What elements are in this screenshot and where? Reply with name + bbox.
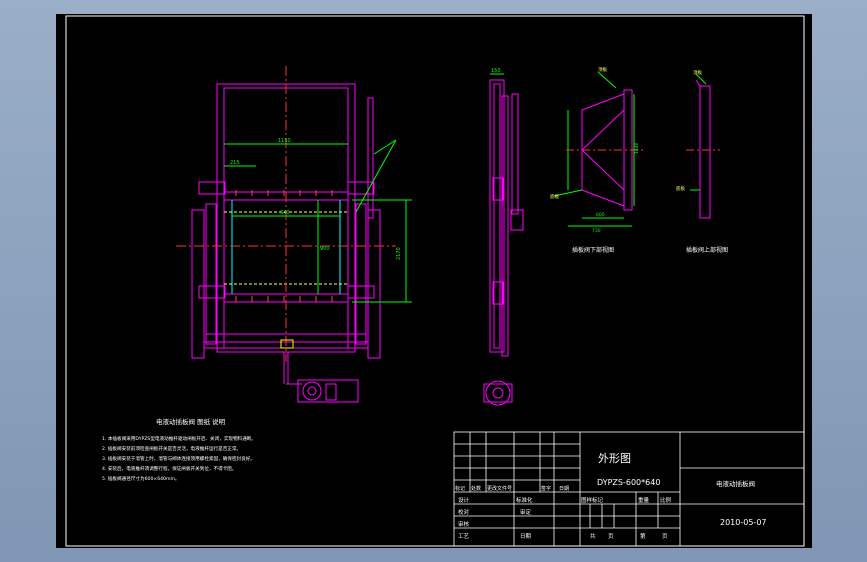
row-check: 校对 <box>458 508 470 516</box>
lower-tag-bottom: 底板 <box>550 193 559 200</box>
lower-detail-caption: 插板阀下部视图 <box>572 246 614 254</box>
dim-right-height: 2170 <box>396 247 402 260</box>
title-main: 外形图 <box>598 452 631 465</box>
left-cylinder <box>191 209 205 359</box>
notes: 1. 本插板阀采用DYPZS型电液动推杆驱动闸板开启、关闭，实现物料通断。 2.… <box>102 435 256 482</box>
cad-drawing: 1150 215 640 900 2170 电液动插板阀 图纸 说明 150 <box>65 15 805 547</box>
row-design: 设计 <box>458 496 470 504</box>
sheet-num: 第 <box>640 532 646 540</box>
sheet-total: 共 <box>590 532 596 540</box>
title-block-text: 外形图 DYPZS-600*640 电液动插板阀 2010-05-07 标记 处… <box>455 452 767 540</box>
upper-detail <box>695 79 711 219</box>
stage-mark: 图样标记 <box>581 496 604 504</box>
note-1: 1. 本插板阀采用DYPZS型电液动推杆驱动闸板开启、关闭，实现物料通断。 <box>102 435 256 442</box>
rev-h-mark: 标记 <box>455 485 465 492</box>
drawing-viewport[interactable]: 1150 215 640 900 2170 电液动插板阀 图纸 说明 150 <box>56 14 812 548</box>
upper-tag-top: 顶板 <box>693 69 702 76</box>
front-dim-labels: 1150 215 640 900 2170 <box>230 138 402 260</box>
dim-inner-width: 640 <box>280 210 290 216</box>
note-3: 3. 插板阀安装于溜管上时，溜管与阀体连接须用螺栓紧固，确保密封良好。 <box>102 455 255 462</box>
rev-h-doc: 更改文件号 <box>487 485 512 492</box>
mid-date: 日期 <box>520 533 532 540</box>
stage-scale: 比例 <box>660 496 672 504</box>
row-process: 工艺 <box>458 533 470 540</box>
mid-approve: 审定 <box>520 508 532 516</box>
side-view <box>483 79 524 406</box>
upper-tag-bottom: 底板 <box>676 185 685 192</box>
side-motor <box>485 380 511 406</box>
note-4: 4. 安装后，电液推杆须调整行程，保证闸板开关到位，不得卡阻。 <box>102 465 236 472</box>
model-number: DYPZS-600*640 <box>597 478 660 487</box>
product-name: 电液动插板阀 <box>716 479 755 488</box>
lower-dim-h: 1440 <box>634 142 640 154</box>
upper-detail-caption: 插板阀上部视图 <box>686 246 728 254</box>
front-view <box>176 66 412 403</box>
lower-tag-top: 顶板 <box>598 66 607 73</box>
right-cylinder <box>367 209 381 359</box>
lower-dim-w2: 730 <box>592 228 601 234</box>
drawing-border <box>65 15 805 547</box>
lower-dim-w1: 600 <box>596 212 605 218</box>
mid-standard: 标准化 <box>516 496 533 504</box>
rev-h-date: 日期 <box>559 486 569 492</box>
dim-side-width: 150 <box>491 68 501 74</box>
dim-inner-height: 900 <box>320 246 330 252</box>
sheet-num-unit: 页 <box>662 533 668 540</box>
drawing-date: 2010-05-07 <box>720 518 767 527</box>
rev-h-count: 处数 <box>471 485 481 492</box>
note-5: 5. 插板阀通径尺寸为600×640mm。 <box>102 475 180 482</box>
dim-offset: 215 <box>230 160 240 166</box>
title-block <box>453 431 805 547</box>
rev-h-sign: 签字 <box>541 485 551 492</box>
front-view-caption: 电液动插板阀 图纸 说明 <box>156 417 226 426</box>
sheet-total-unit: 页 <box>608 533 614 540</box>
note-2: 2. 插板阀安装前须检查闸板开关是否灵活，电液推杆运行是否正常。 <box>102 445 241 452</box>
row-review: 审核 <box>458 520 470 528</box>
motor <box>297 379 359 403</box>
dim-top-width: 1150 <box>278 138 291 144</box>
stage-weight: 重量 <box>638 496 650 504</box>
